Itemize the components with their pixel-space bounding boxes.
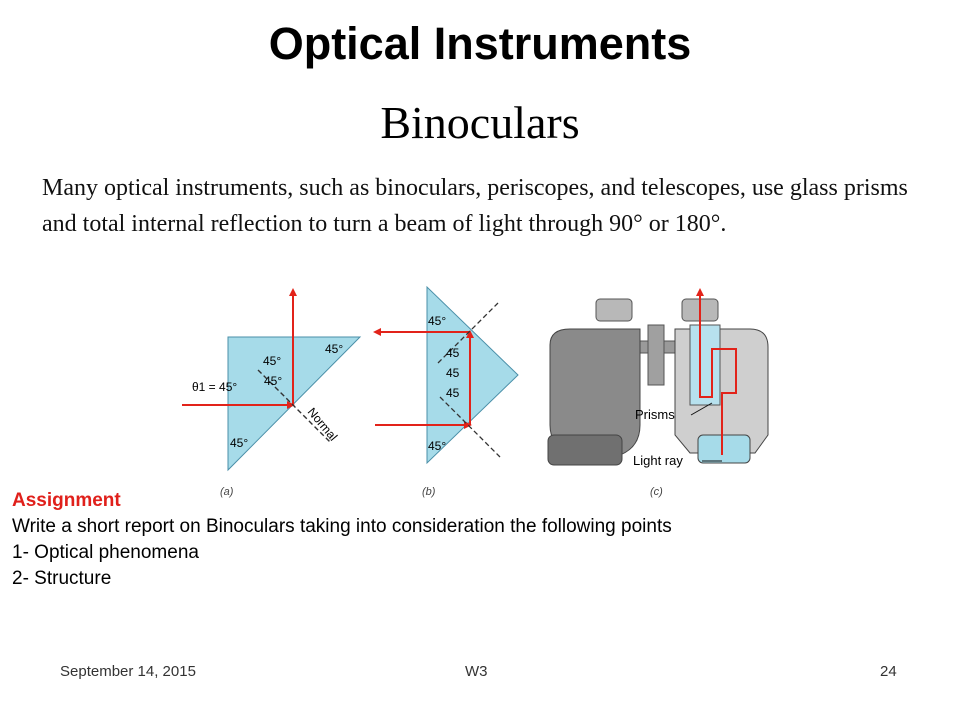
- caption-c: (c): [650, 486, 663, 498]
- angle-a-top: 45°: [263, 354, 281, 368]
- panel-b: 45° 45 45 45 45° (b): [373, 285, 519, 498]
- theta-label: θ1 = 45°: [192, 380, 237, 394]
- light-ray-label: Light ray: [633, 453, 683, 468]
- panel-c: Prisms Light ray (c): [547, 288, 769, 498]
- slide-subtitle: Binoculars: [380, 97, 580, 148]
- footer-date: September 14, 2015: [60, 663, 196, 680]
- footer-code: W3: [465, 663, 488, 680]
- angle-b-mid3: 45: [446, 386, 460, 400]
- normal-line-b1: [437, 302, 499, 364]
- angle-a-corner: 45°: [325, 342, 343, 356]
- panel-a: 45° 45° 45° θ1 = 45° 45° Normal (a): [182, 288, 362, 498]
- angle-b-mid2: 45: [446, 366, 460, 380]
- intro-paragraph: Many optical instruments, such as binocu…: [42, 175, 908, 237]
- angle-b-bottom: 45°: [428, 439, 446, 453]
- assignment-block: Assignment Write a short report on Binoc…: [12, 488, 952, 592]
- prisms-label: Prisms: [635, 407, 675, 422]
- angle-b-top: 45°: [428, 314, 446, 328]
- assignment-instruction: Write a short report on Binoculars takin…: [12, 516, 672, 537]
- caption-b: (b): [422, 486, 436, 498]
- assignment-heading: Assignment: [12, 490, 121, 511]
- caption-a: (a): [220, 486, 234, 498]
- normal-line-a: [257, 369, 331, 443]
- prism-figure: 45° 45° 45° θ1 = 45° 45° Normal (a) 45° …: [182, 285, 769, 498]
- normal-line-b2: [439, 396, 501, 458]
- angle-a-mid: 45°: [264, 374, 282, 388]
- normal-label: Normal: [305, 405, 341, 444]
- angle-a-bottom: 45°: [230, 436, 248, 450]
- prisms-pointer: [690, 402, 713, 416]
- angle-b-mid1: 45: [446, 346, 460, 360]
- binoculars-icon: [547, 298, 769, 466]
- slide-title: Optical Instruments: [268, 18, 692, 69]
- assignment-item-1: 1- Optical phenomena: [12, 542, 199, 563]
- assignment-item-2: 2- Structure: [12, 568, 112, 589]
- light-ray-path: [696, 288, 737, 455]
- footer-page-number: 24: [880, 663, 897, 680]
